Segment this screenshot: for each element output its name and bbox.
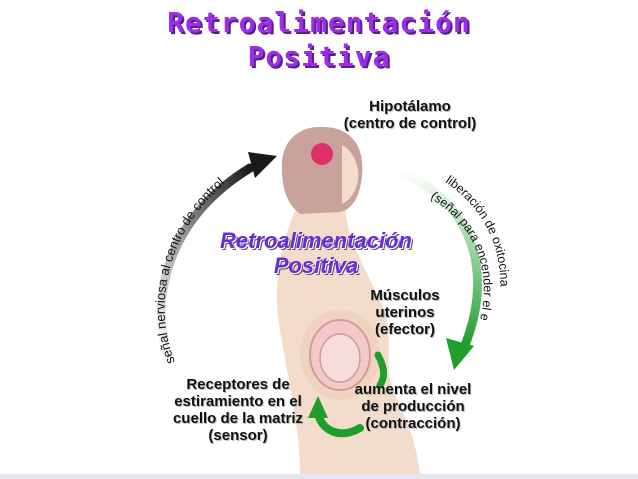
sensor-line-2: estiramiento en el [174,393,302,410]
effector-line-3: (efector) [374,321,435,338]
effector-label: Músculos uterinos (efector) [360,287,450,338]
sensor-label: Receptores de estiramiento en el cuello … [168,376,308,444]
control-center-label: Hipotálamo (centro de control) [330,98,490,132]
response-line-3: (contracción) [365,415,461,432]
response-line-1: aumenta el nivel [354,381,472,398]
effector-arc [374,351,387,389]
center-label: Retroalimentación Positiva [206,228,426,278]
sensor-line-4: (sensor) [208,427,268,444]
control-center-line-2: (centro de control) [343,115,477,132]
control-center-line-1: Hipotálamo [369,98,451,115]
sensor-line-3: cuello de la matriz [172,410,304,427]
arrow-head-dark [248,152,277,178]
arrow-head-green-bottom [308,396,328,418]
signal-arc-right [395,167,482,350]
bottom-divider [0,474,638,479]
hypothalamus-marker [311,143,333,165]
page-title-line-1: Retroalimentación [167,6,471,39]
response-line-2: de producción [361,398,465,415]
response-label: aumenta el nivel de producción (contracc… [343,381,483,432]
signal-arc-left [156,163,255,365]
sensor-line-1: Receptores de [186,376,290,393]
center-label-line-1: Retroalimentación [220,228,412,253]
center-label-line-2: Positiva [273,253,359,278]
page-title-line-2: Positiva [247,40,391,73]
woman-silhouette [276,126,420,474]
effector-line-2: uterinos [375,304,435,321]
effector-line-1: Músculos [370,287,440,304]
fetus-shape [319,333,361,383]
arrow-head-green-right [446,338,474,370]
